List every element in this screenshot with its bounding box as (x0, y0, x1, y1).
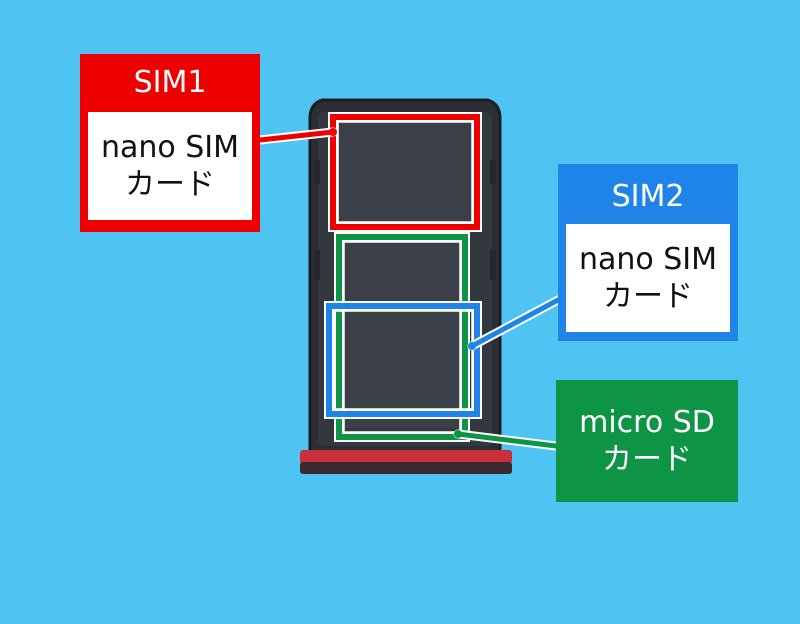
sim1-description: nano SIM カード (88, 112, 252, 220)
sim1-line1: nano SIM (100, 129, 240, 165)
micro-sd-line1: micro SD (579, 404, 715, 440)
sim2-title: SIM2 (611, 179, 685, 214)
sim2-description: nano SIM カード (566, 224, 730, 332)
sim2-slot-outline (324, 301, 482, 419)
micro-sd-line2: カード (602, 442, 692, 477)
micro-sd-callout: micro SD カード (556, 380, 738, 502)
sim1-slot-outline (328, 112, 482, 232)
sim2-leader-line (467, 295, 563, 351)
sim-tray (300, 98, 512, 474)
sim2-line2: カード (603, 279, 693, 314)
sim2-line1: nano SIM (578, 241, 718, 277)
sim2-callout: SIM2 nano SIM カード (558, 164, 738, 341)
sim1-title: SIM1 (133, 65, 207, 100)
micro-sd-leader-line (453, 429, 561, 451)
micro-sd-slot-outline (334, 232, 470, 442)
sim1-leader-line (255, 127, 338, 145)
sim1-callout: SIM1 nano SIM カード (80, 54, 260, 232)
sim1-line2: カード (125, 167, 215, 202)
